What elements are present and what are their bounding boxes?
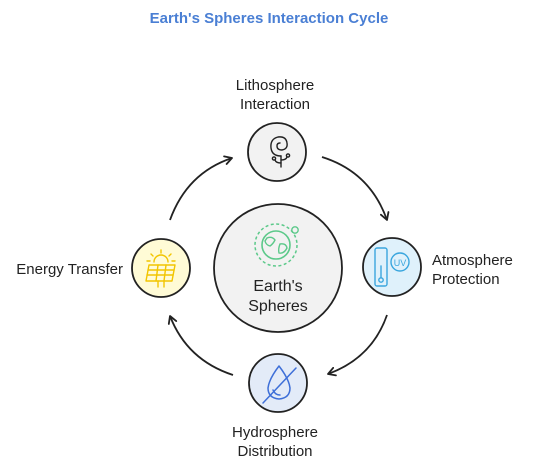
center-label-line1: Earth's	[253, 278, 303, 295]
lithosphere-label-line2: Interaction	[239, 96, 311, 113]
no-water-drop-icon	[262, 365, 297, 404]
hydrosphere-label-line1: Hydrosphere	[232, 424, 318, 441]
earth-globe-icon	[254, 223, 299, 267]
lithosphere-label-line1: Lithosphere	[235, 77, 315, 94]
lithosphere-label: Lithosphere Interaction	[195, 76, 355, 114]
arrow-energy-to-litho	[169, 155, 233, 221]
uv-thermometer-icon: UV	[374, 247, 410, 287]
energy-label: Energy Transfer	[0, 260, 123, 279]
lithosphere-node	[247, 122, 307, 182]
solar-panel-icon	[145, 249, 176, 288]
atmosphere-label: Atmosphere Protection	[432, 251, 532, 289]
sprout-icon	[270, 136, 291, 168]
svg-text:UV: UV	[394, 258, 407, 268]
arrow-atmo-to-hydro	[327, 314, 388, 377]
center-label-line2: Spheres	[248, 298, 308, 315]
arrow-litho-to-atmo	[321, 156, 390, 221]
center-circle	[213, 203, 343, 333]
energy-node	[131, 238, 191, 298]
hydrosphere-label-line2: Distribution	[237, 443, 313, 460]
arrow-hydro-to-energy	[167, 315, 234, 376]
hydrosphere-node	[248, 353, 308, 413]
hydrosphere-label: Hydrosphere Distribution	[195, 423, 355, 461]
diagram-title: Earth's Spheres Interaction Cycle	[149, 10, 389, 27]
atmosphere-label-line1: Atmosphere	[432, 252, 513, 269]
center-label: Earth's Spheres	[208, 277, 348, 317]
energy-label-line1: Energy Transfer	[16, 261, 123, 278]
atmosphere-label-line2: Protection	[432, 271, 500, 288]
